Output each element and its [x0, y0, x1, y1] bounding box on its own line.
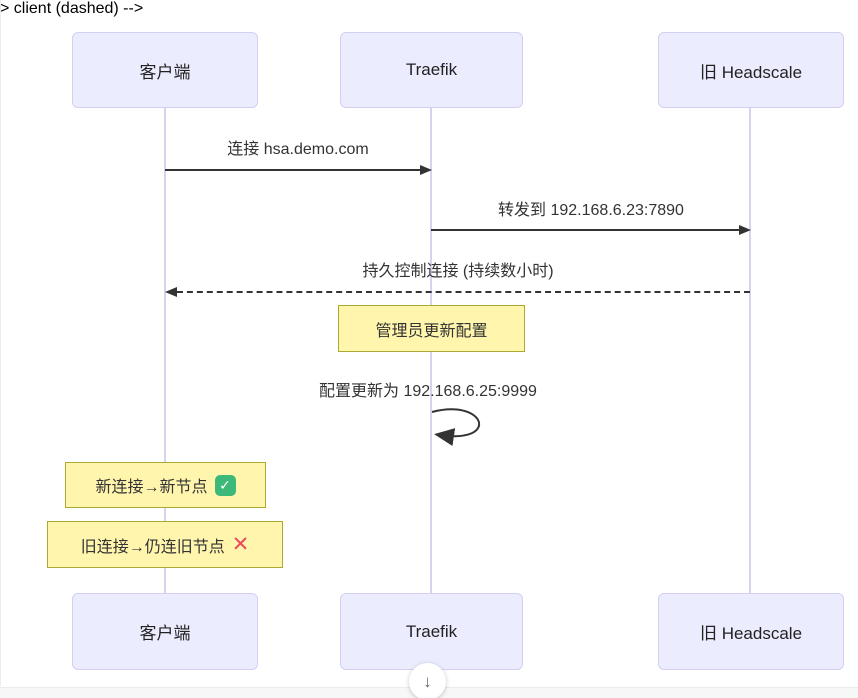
- message-line-connect: [165, 169, 420, 171]
- actor-label-traefik: Traefik: [405, 621, 458, 641]
- arrowhead-right-icon: [739, 225, 751, 235]
- actor-box-client-bottom: 客户端: [72, 593, 258, 670]
- arrowhead-left-icon: [165, 287, 177, 297]
- scroll-down-button[interactable]: ↓: [409, 663, 446, 698]
- check-icon: ✓: [214, 474, 236, 496]
- self-loop-arrow-icon: [431, 408, 481, 446]
- actor-box-old-headscale-bottom: 旧 Headscale: [658, 593, 844, 670]
- actor-box-old-headscale-top: 旧 Headscale: [658, 32, 844, 108]
- note-admin-update-label: 管理员更新配置: [375, 322, 488, 340]
- lifeline-client: [164, 108, 166, 593]
- message-label-forward: 转发到 192.168.6.23:7890: [498, 202, 684, 219]
- page-left-edge: [0, 0, 1, 686]
- actor-label-client: 客户端: [139, 62, 191, 82]
- note-admin-update: 管理员更新配置: [338, 305, 525, 352]
- note-new-connection: 新连接→新节点 ✓: [65, 462, 266, 508]
- message-label-connect: 连接 hsa.demo.com: [227, 141, 369, 158]
- lifeline-old-headscale: [749, 108, 751, 593]
- actor-label-old-headscale: 旧 Headscale: [699, 62, 803, 82]
- actor-label-traefik: Traefik: [405, 60, 458, 79]
- arrowhead-right-icon: [420, 165, 432, 175]
- note-old-connection-label: 旧连接→仍连旧节点: [80, 538, 225, 556]
- actor-box-traefik-bottom: Traefik: [340, 593, 523, 670]
- message-label-persistent: 持久控制连接 (持续数小时): [362, 263, 554, 280]
- message-line-persistent: [177, 291, 750, 293]
- cross-icon: ✕: [231, 533, 250, 556]
- arrow-down-icon: ↓: [423, 671, 432, 691]
- message-line-forward: [431, 229, 739, 231]
- actor-box-client-top: 客户端: [72, 32, 258, 108]
- actor-label-old-headscale: 旧 Headscale: [699, 624, 803, 643]
- message-label-config-update: 配置更新为 192.168.6.25:9999: [319, 383, 537, 400]
- actor-label-client: 客户端: [139, 624, 191, 643]
- note-old-connection: 旧连接→仍连旧节点 ✕: [47, 521, 283, 568]
- actor-box-traefik-top: Traefik: [340, 32, 523, 108]
- note-new-connection-label: 新连接→新节点: [95, 479, 208, 496]
